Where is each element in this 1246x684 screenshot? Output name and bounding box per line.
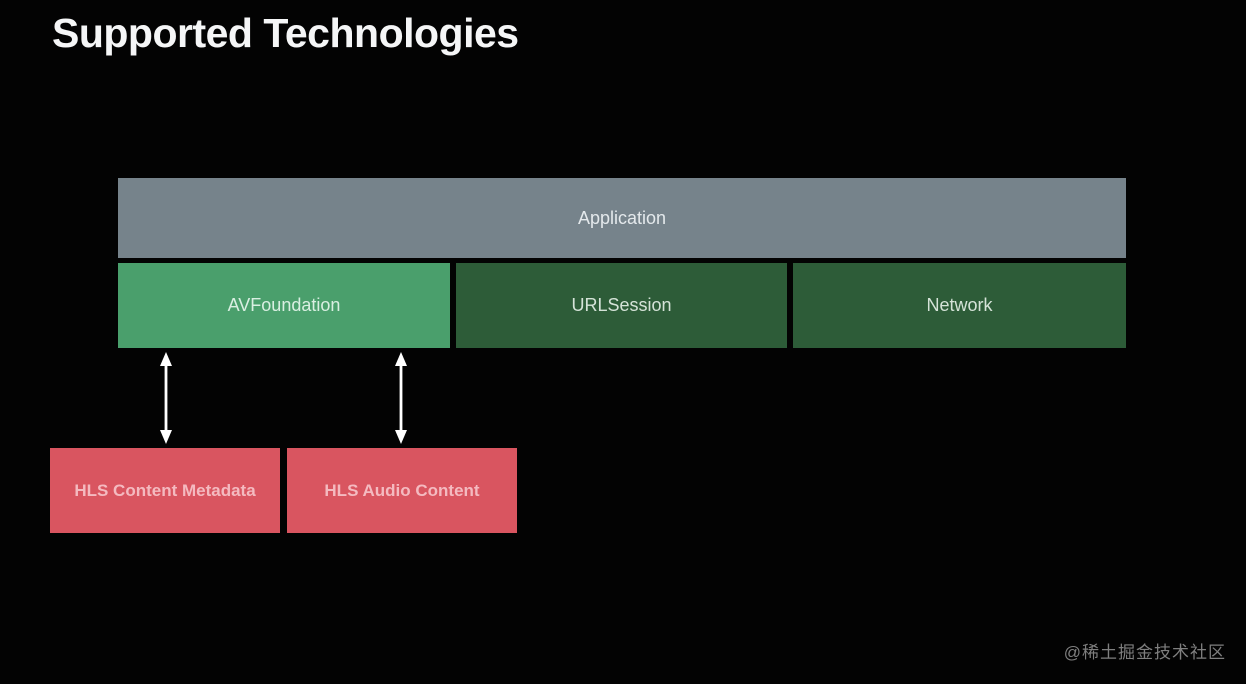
application-box-label: Application — [577, 207, 667, 228]
hls-content-metadata-label: HLS Content Metadata — [74, 480, 256, 500]
framework-box-network-label: Network — [926, 295, 993, 315]
double-arrow-icon — [395, 352, 407, 444]
framework-box-avfoundation: AVFoundation — [118, 263, 450, 348]
application-box: Application — [118, 178, 1126, 258]
framework-box-urlsession: URLSession — [456, 263, 787, 348]
double-arrow-icon — [160, 352, 172, 444]
hls-audio-content-label: HLS Audio Content — [324, 480, 480, 500]
framework-box-urlsession-label: URLSession — [571, 295, 672, 315]
framework-box-network: Network — [793, 263, 1126, 348]
hls-content-metadata-box: HLS Content Metadata — [50, 448, 280, 533]
framework-box-avfoundation-label: AVFoundation — [227, 295, 341, 315]
hls-audio-content-box: HLS Audio Content — [287, 448, 517, 533]
watermark: @稀土掘金技术社区 — [1063, 643, 1226, 662]
page-title: Supported Technologies — [52, 10, 519, 56]
